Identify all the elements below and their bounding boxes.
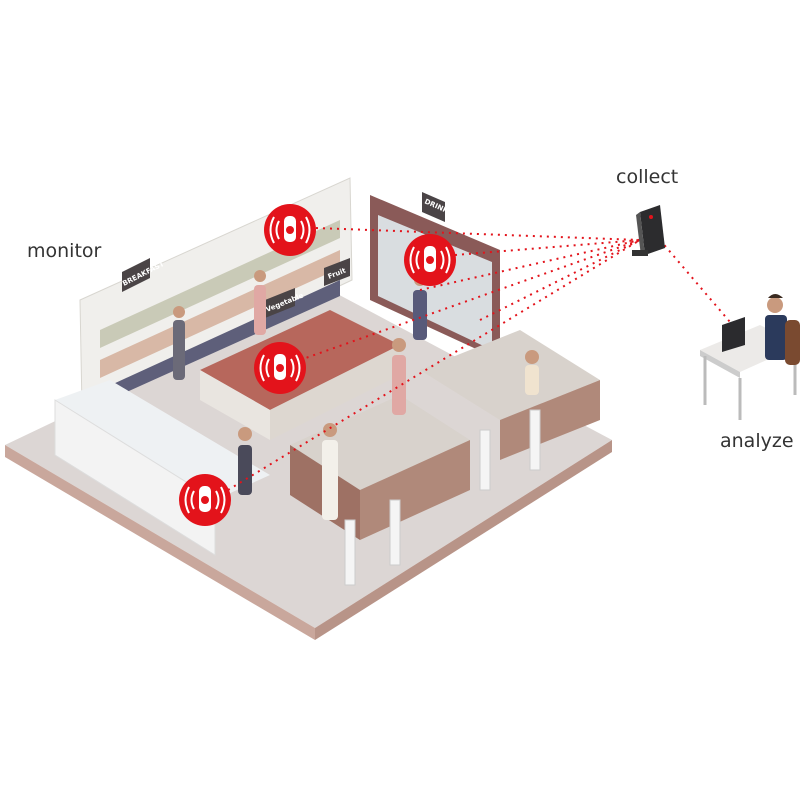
produce-sensor-icon xyxy=(254,342,306,394)
shoppers xyxy=(173,270,539,520)
freezer xyxy=(55,380,270,500)
analyst-workstation-icon xyxy=(700,294,800,420)
freezer-sensor-icon xyxy=(179,474,231,526)
label-monitor: monitor xyxy=(27,240,102,262)
sensor-icon xyxy=(179,204,456,526)
sign-drinks: DRINKS xyxy=(422,192,454,222)
security-gates xyxy=(344,409,541,586)
checkout-counter-2 xyxy=(420,330,600,420)
label-collect: collect xyxy=(616,166,679,188)
collector-gateway-icon xyxy=(632,205,665,256)
label-analyze: analyze xyxy=(720,430,794,452)
floor-edge xyxy=(5,445,315,640)
fridge-sensor-icon xyxy=(404,234,456,286)
floor-edge-right xyxy=(315,440,612,640)
sign-fruit: Fruit xyxy=(324,258,350,286)
shelf-sensor-icon xyxy=(264,204,316,256)
data-links xyxy=(227,227,731,491)
